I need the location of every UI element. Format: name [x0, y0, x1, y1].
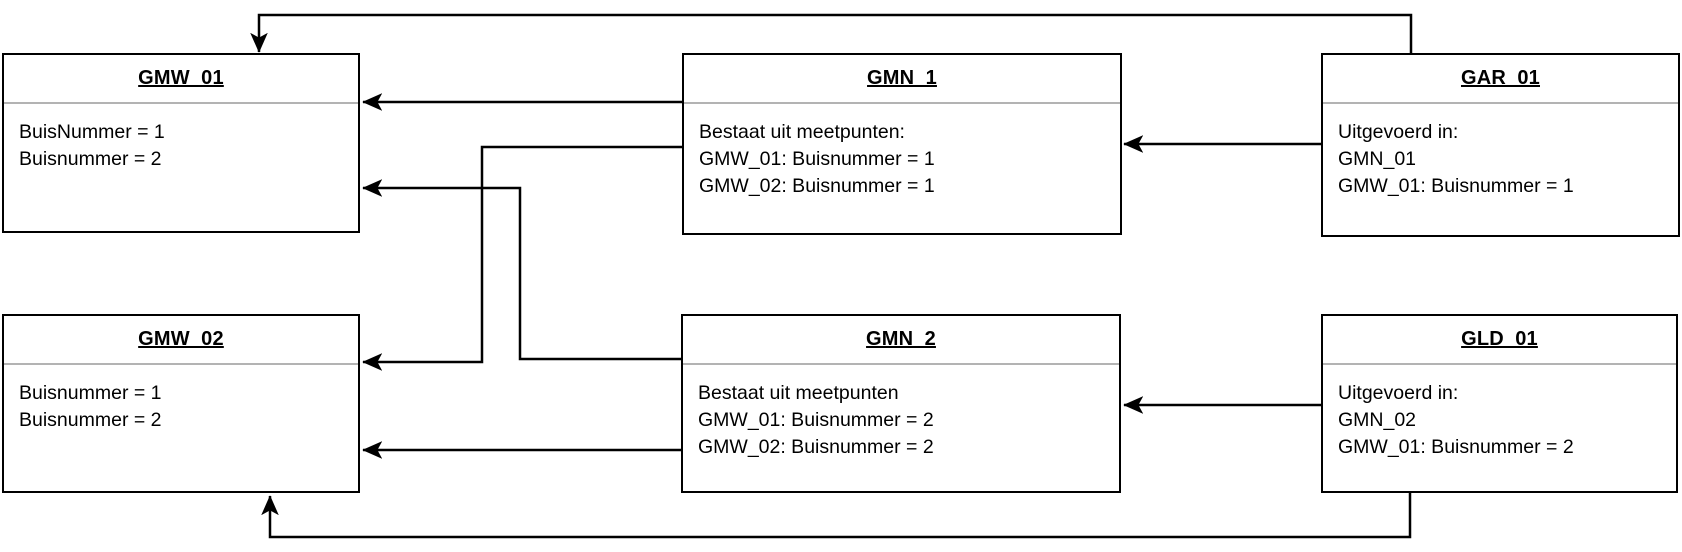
- box-gmn-1-body: Bestaat uit meetpunten: GMW_01: Buisnumm…: [684, 104, 1120, 200]
- box-gmw-01: GMW_01 BuisNummer = 1 Buisnummer = 2: [2, 53, 360, 233]
- text-line: Buisnummer = 2: [19, 409, 162, 431]
- edge-gmn2-to-gmw01: [362, 179, 681, 361]
- text-line: Uitgevoerd in:: [1338, 382, 1459, 404]
- edge-gmn1-to-gmw02: [362, 145, 682, 371]
- box-gmw-01-body: BuisNummer = 1 Buisnummer = 2: [4, 104, 358, 173]
- text-line: GMW_02: Buisnummer = 1: [699, 175, 935, 197]
- text-line: BuisNummer = 1: [19, 121, 165, 143]
- box-gmw-01-title: GMW_01: [4, 55, 358, 104]
- box-gmw-02-title: GMW_02: [4, 316, 358, 365]
- edge-gld01-to-gmw02: [261, 493, 1412, 539]
- text-line: GMW_01: Buisnummer = 2: [698, 409, 934, 431]
- box-gar-01: GAR_01 Uitgevoerd in: GMN_01 GMW_01: Bui…: [1321, 53, 1680, 237]
- box-gmw-02-body: Buisnummer = 1 Buisnummer = 2: [4, 365, 358, 434]
- text-line: GMW_01: Buisnummer = 1: [1338, 175, 1574, 197]
- text-line: GMW_01: Buisnummer = 2: [1338, 436, 1574, 458]
- text-line: Uitgevoerd in:: [1338, 121, 1459, 143]
- text-line: GMN_02: [1338, 409, 1417, 431]
- box-gld-01-title: GLD_01: [1323, 316, 1676, 365]
- text-line: Buisnummer = 2: [19, 148, 162, 170]
- text-line: GMN_01: [1338, 148, 1417, 170]
- text-line: Buisnummer = 1: [19, 382, 162, 404]
- box-gmw-02: GMW_02 Buisnummer = 1 Buisnummer = 2: [2, 314, 360, 493]
- text-line: GMW_02: Buisnummer = 2: [698, 436, 934, 458]
- box-gld-01: GLD_01 Uitgevoerd in: GMN_02 GMW_01: Bui…: [1321, 314, 1678, 493]
- box-gmn-2-body: Bestaat uit meetpunten GMW_01: Buisnumme…: [683, 365, 1119, 461]
- box-gmn-1: GMN_1 Bestaat uit meetpunten: GMW_01: Bu…: [682, 53, 1122, 235]
- text-line: Bestaat uit meetpunten:: [699, 121, 905, 143]
- box-gmn-1-title: GMN_1: [684, 55, 1120, 104]
- box-gld-01-body: Uitgevoerd in: GMN_02 GMW_01: Buisnummer…: [1323, 365, 1676, 461]
- box-gar-01-title: GAR_01: [1323, 55, 1678, 104]
- text-line: Bestaat uit meetpunten: [698, 382, 899, 404]
- box-gar-01-body: Uitgevoerd in: GMN_01 GMW_01: Buisnummer…: [1323, 104, 1678, 200]
- text-line: GMW_01: Buisnummer = 1: [699, 148, 935, 170]
- box-gmn-2-title: GMN_2: [683, 316, 1119, 365]
- box-gmn-2: GMN_2 Bestaat uit meetpunten GMW_01: Bui…: [681, 314, 1121, 493]
- edge-gar01-to-gmw01: [250, 13, 1413, 53]
